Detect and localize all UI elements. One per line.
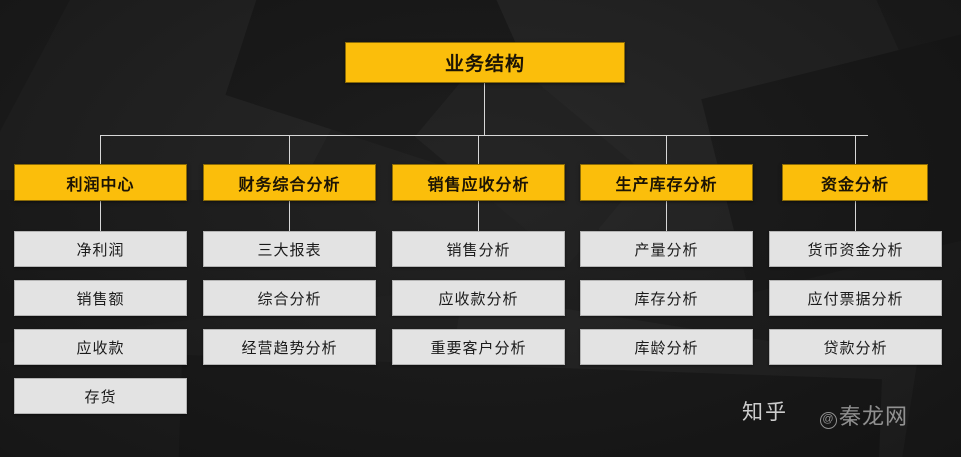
- node-leaf[interactable]: 货币资金分析: [769, 231, 942, 267]
- node-leaf-label: 三大报表: [257, 241, 322, 259]
- node-leaf[interactable]: 三大报表: [203, 231, 376, 267]
- watermark-site-label: 秦龙网: [839, 404, 909, 429]
- watermark-zhihu: 知乎: [742, 396, 788, 426]
- node-leaf[interactable]: 重要客户分析: [392, 329, 565, 365]
- background-facet: [225, 0, 535, 176]
- node-branch-financial-comprehensive-analysis[interactable]: 财务综合分析: [203, 164, 376, 201]
- node-leaf-label: 销售额: [76, 290, 125, 308]
- connector-branch-drop: [855, 135, 856, 165]
- node-leaf[interactable]: 应收款分析: [392, 280, 565, 316]
- node-leaf[interactable]: 销售额: [14, 280, 187, 316]
- node-leaf-label: 应付票据分析: [807, 290, 904, 308]
- watermark-site: @秦龙网: [820, 399, 908, 431]
- node-leaf-label: 存货: [84, 388, 117, 406]
- connector-branch-drop: [100, 135, 101, 165]
- node-leaf-label: 库存分析: [634, 290, 699, 308]
- connector-leaf-stem: [289, 201, 290, 231]
- node-leaf-label: 经营趋势分析: [241, 339, 338, 357]
- node-leaf-label: 产量分析: [634, 241, 699, 259]
- node-branch-label: 生产库存分析: [615, 176, 718, 194]
- at-symbol-icon: @: [820, 412, 837, 429]
- node-branch-profit-center[interactable]: 利润中心: [14, 164, 187, 201]
- background-facet: [425, 292, 917, 457]
- node-leaf[interactable]: 净利润: [14, 231, 187, 267]
- connector-leaf-stem: [478, 201, 479, 231]
- node-branch-label: 销售应收分析: [427, 176, 530, 194]
- connector-branch-drop: [289, 135, 290, 165]
- node-leaf[interactable]: 销售分析: [392, 231, 565, 267]
- node-leaf-label: 应收款分析: [438, 290, 519, 308]
- connector-leaf-stem: [855, 201, 856, 231]
- node-leaf[interactable]: 经营趋势分析: [203, 329, 376, 365]
- node-branch-production-inventory-analysis[interactable]: 生产库存分析: [580, 164, 753, 201]
- node-leaf[interactable]: 产量分析: [580, 231, 753, 267]
- node-leaf[interactable]: 综合分析: [203, 280, 376, 316]
- node-leaf-label: 综合分析: [257, 290, 322, 308]
- node-leaf-label: 应收款: [76, 339, 125, 357]
- node-branch-label: 资金分析: [820, 176, 889, 194]
- node-leaf-label: 货币资金分析: [807, 241, 904, 259]
- node-branch-sales-receivable-analysis[interactable]: 销售应收分析: [392, 164, 565, 201]
- node-branch-label: 财务综合分析: [238, 176, 341, 194]
- connector-bus: [100, 135, 868, 136]
- node-leaf[interactable]: 存货: [14, 378, 187, 414]
- connector-branch-drop: [666, 135, 667, 165]
- background-facet: [178, 354, 882, 457]
- connector-leaf-stem: [666, 201, 667, 231]
- background-facet: [0, 0, 422, 190]
- node-leaf[interactable]: 库龄分析: [580, 329, 753, 365]
- node-leaf-label: 库龄分析: [634, 339, 699, 357]
- node-leaf[interactable]: 贷款分析: [769, 329, 942, 365]
- connector-leaf-stem: [100, 201, 101, 231]
- node-leaf-label: 重要客户分析: [430, 339, 527, 357]
- node-branch-label: 利润中心: [66, 176, 135, 194]
- node-root-business-structure[interactable]: 业务结构: [345, 42, 625, 83]
- node-leaf-label: 贷款分析: [823, 339, 888, 357]
- connector-branch-drop: [478, 135, 479, 165]
- node-leaf[interactable]: 库存分析: [580, 280, 753, 316]
- connector-root-stem: [484, 82, 485, 136]
- node-root-label: 业务结构: [444, 54, 525, 75]
- node-leaf[interactable]: 应收款: [14, 329, 187, 365]
- node-leaf-label: 销售分析: [446, 241, 511, 259]
- node-leaf-label: 净利润: [76, 241, 125, 259]
- watermark-zhihu-label: 知乎: [742, 401, 788, 424]
- node-branch-capital-analysis[interactable]: 资金分析: [782, 164, 928, 201]
- node-leaf[interactable]: 应付票据分析: [769, 280, 942, 316]
